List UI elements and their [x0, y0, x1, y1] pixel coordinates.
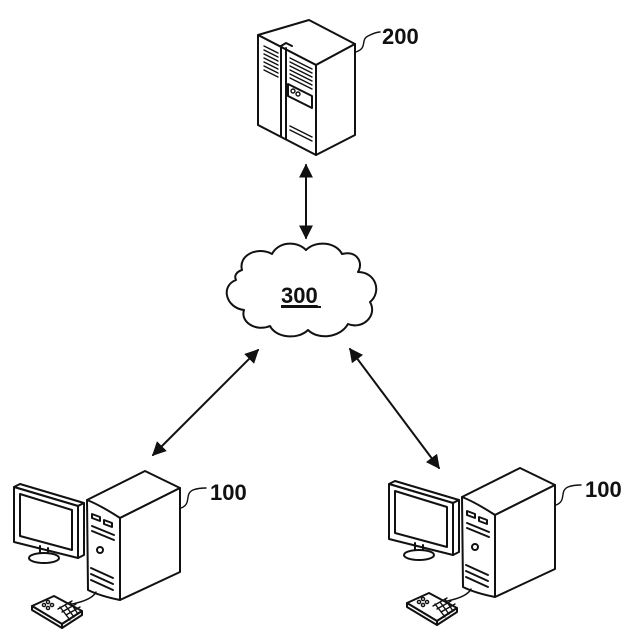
server-node: 200 [258, 20, 419, 155]
client-left-leader-line [181, 488, 206, 508]
server-leader-line [356, 32, 380, 52]
arrow-network-client-left [153, 350, 258, 455]
client-left-node: 100 [14, 471, 247, 628]
network-node: 300 [227, 244, 377, 337]
desktop-computer-icon [14, 471, 180, 628]
client-right-label: 100 [585, 477, 622, 502]
client-right-node: 100 [389, 468, 622, 625]
client-left-label: 100 [210, 480, 247, 505]
server-icon [258, 20, 355, 155]
client-right-leader-line [556, 485, 581, 505]
network-label: 300 [281, 283, 318, 308]
arrow-network-client-right [350, 349, 439, 468]
server-label: 200 [382, 24, 419, 49]
desktop-computer-icon [389, 468, 555, 625]
